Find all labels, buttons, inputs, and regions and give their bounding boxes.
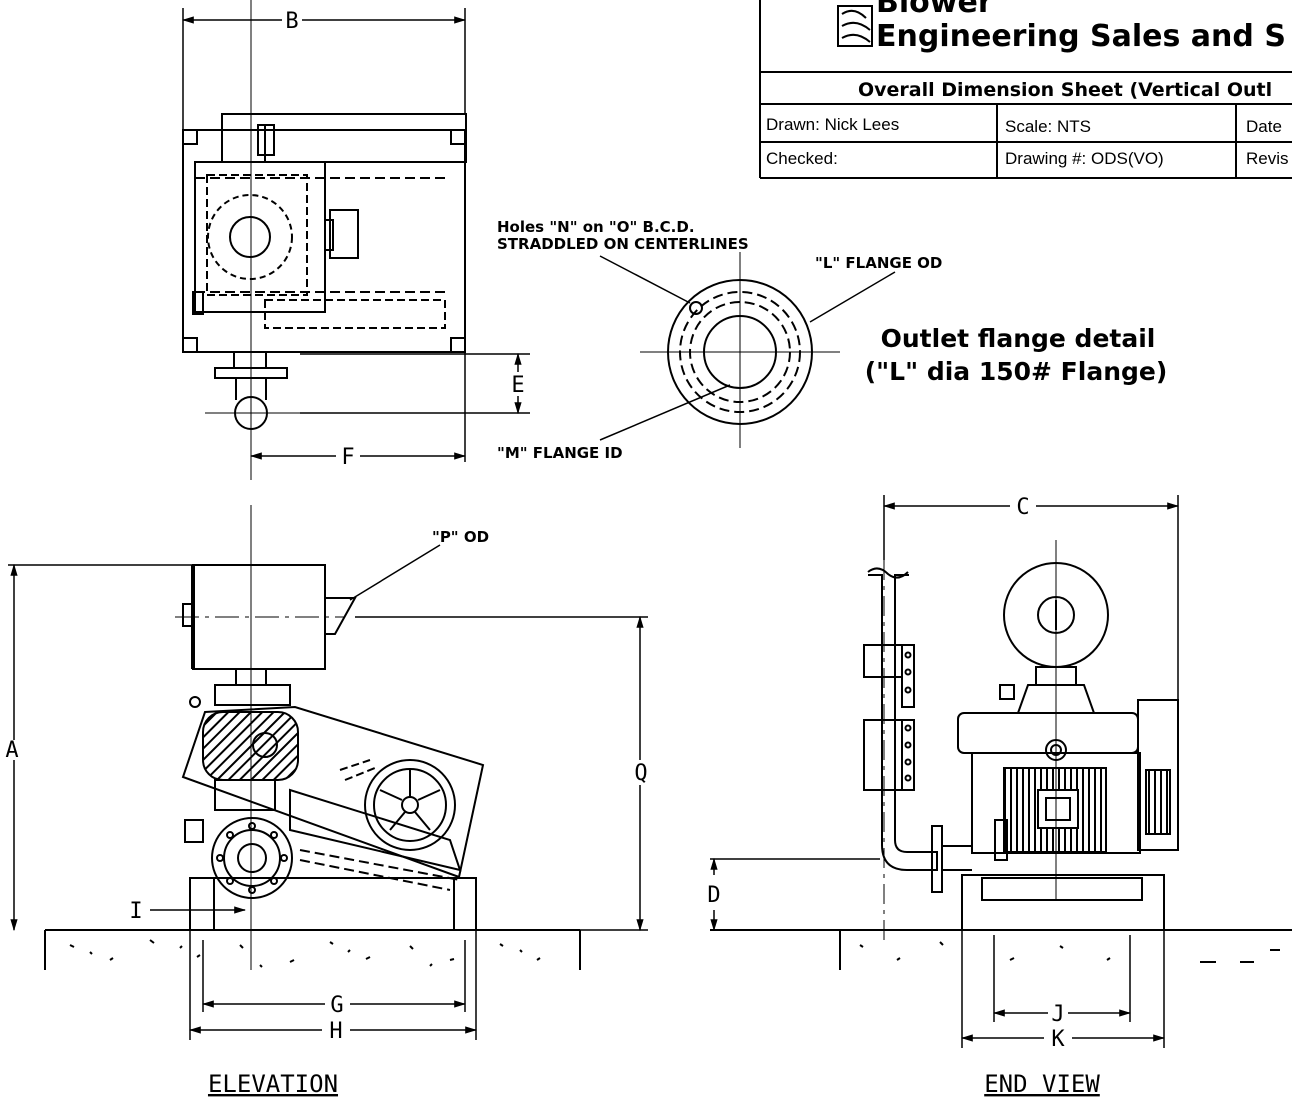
sheet-title: Overall Dimension Sheet (Vertical Outl <box>858 79 1272 101</box>
p-od-note: "P" OD <box>432 528 489 546</box>
dim-g-label: G <box>330 993 343 1018</box>
elevation-centerlines <box>175 505 345 970</box>
dim-c-label: C <box>1016 495 1029 520</box>
end-view-dimensions <box>710 495 1180 1048</box>
plan-dimensions <box>181 8 530 462</box>
title-block <box>759 0 1292 179</box>
end-view-centerlines <box>883 540 1057 940</box>
dim-e-label: E <box>511 373 524 398</box>
holes-note-line1: Holes "N" on "O" B.C.D. <box>497 218 695 236</box>
elevation-dimensions <box>8 563 648 1040</box>
outlet-flange-detail <box>640 252 840 448</box>
checked-by: Checked: <box>766 149 838 168</box>
flange-id-note: "M" FLANGE ID <box>497 444 623 462</box>
dim-q-label: Q <box>634 761 647 786</box>
elevation-machine <box>181 564 485 931</box>
flange-od-note: "L" FLANGE OD <box>815 254 942 272</box>
dim-k-label: K <box>1051 1027 1065 1052</box>
holes-note-line2: STRADDLED ON CENTERLINES <box>497 235 749 253</box>
revision: Revis <box>1246 149 1289 168</box>
drawn-by: Drawn: Nick Lees <box>766 115 899 134</box>
plan-view <box>182 0 467 480</box>
flange-leaders <box>349 255 896 601</box>
detail-title-line2: ("L" dia 150# Flange) <box>865 357 1168 386</box>
company-name-line1: Blower <box>876 0 993 20</box>
company-name-line2: Engineering Sales and S <box>876 19 1286 54</box>
dim-i-label: I <box>129 899 142 924</box>
company-logo <box>837 5 873 47</box>
elevation-ground <box>44 929 581 970</box>
date: Date <box>1246 117 1282 136</box>
elevation-title: ELEVATION <box>208 1070 338 1098</box>
dim-h-label: H <box>329 1019 342 1044</box>
dim-a-label: A <box>5 738 18 763</box>
detail-title-line1: Outlet flange detail <box>881 324 1156 353</box>
end-view-machine <box>863 562 1179 931</box>
dim-f-label: F <box>341 445 354 470</box>
scale: Scale: NTS <box>1005 117 1091 136</box>
dim-j-label: J <box>1051 1002 1064 1027</box>
end-view-title: END VIEW <box>984 1070 1100 1098</box>
end-view-ground <box>710 929 1292 970</box>
dim-d-label: D <box>707 883 720 908</box>
drawing-number: Drawing #: ODS(VO) <box>1005 149 1164 168</box>
dim-b-label: B <box>285 9 298 34</box>
